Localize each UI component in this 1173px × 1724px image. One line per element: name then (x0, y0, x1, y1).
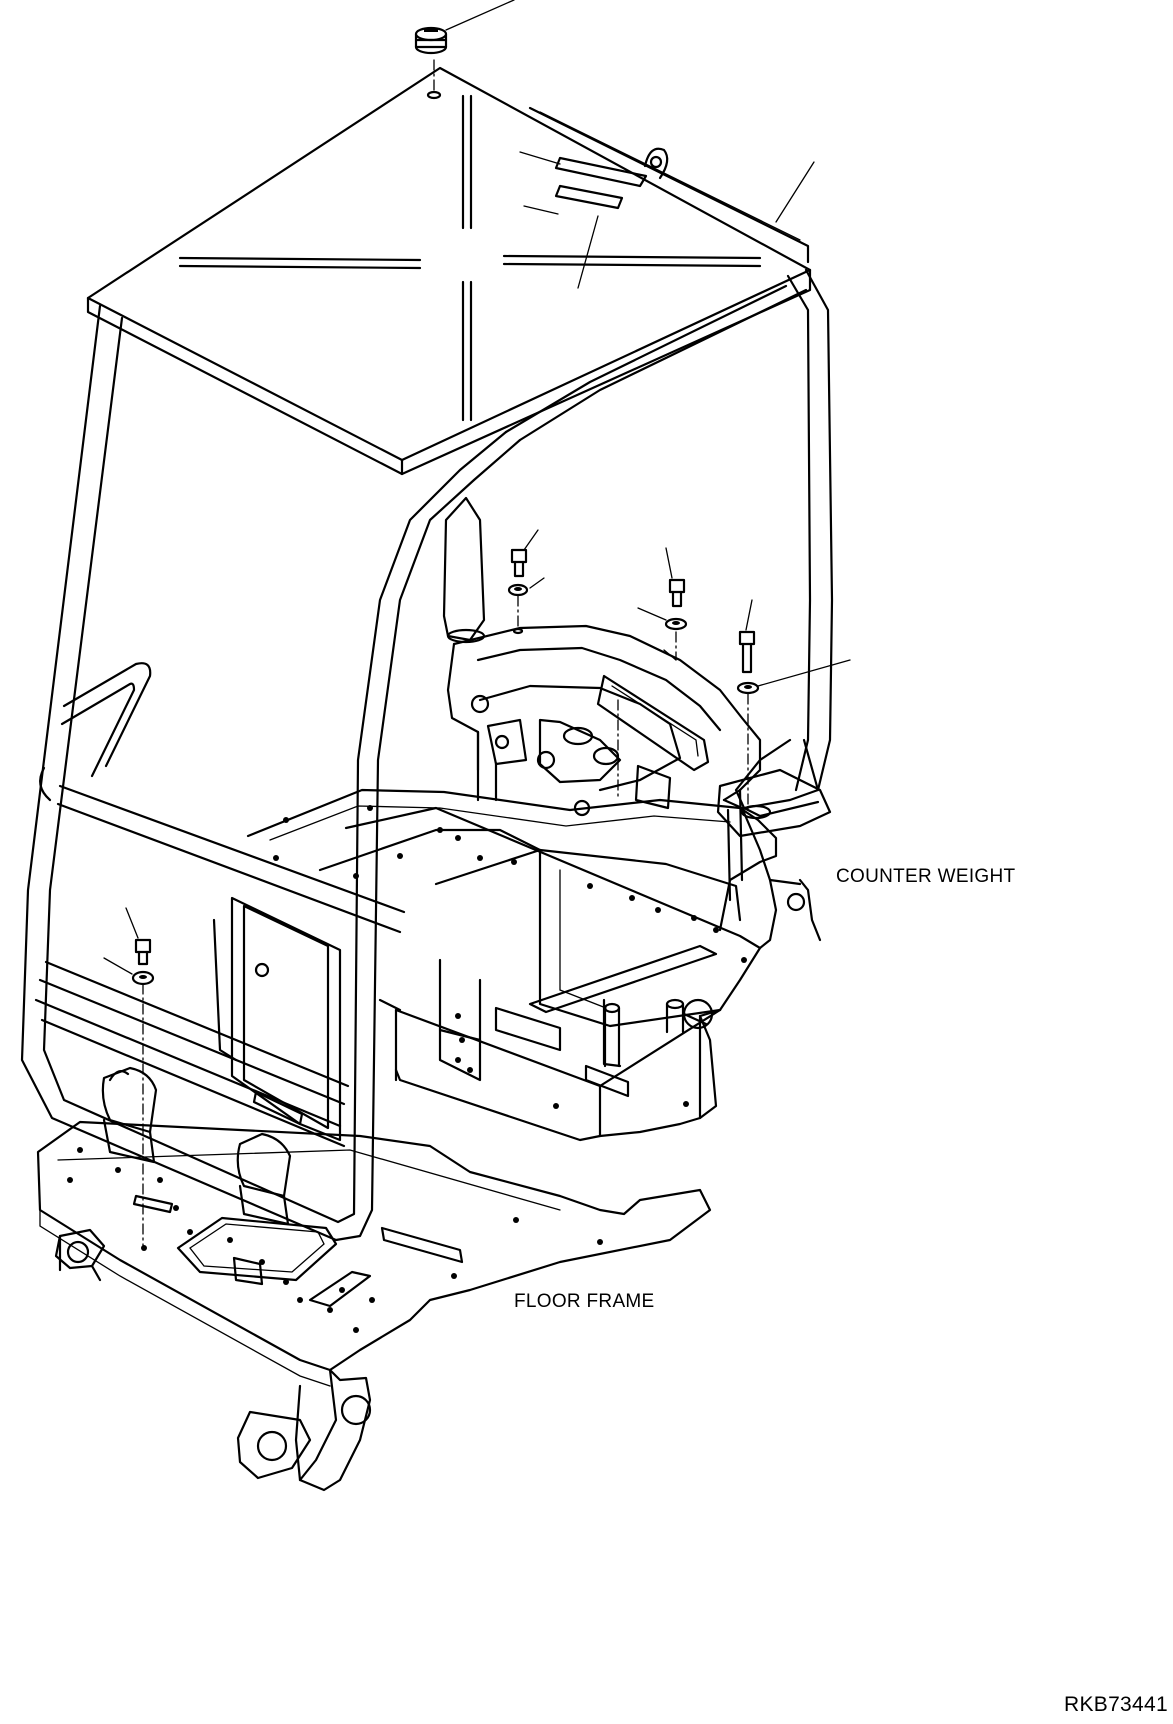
console-box (212, 788, 778, 1142)
bolt-a (507, 548, 529, 635)
counter-weight-label: COUNTER WEIGHT (836, 866, 1016, 887)
bolt-b (664, 578, 688, 631)
canopy (20, 66, 834, 1242)
leader-lines (103, 0, 851, 975)
floor-frame-label: FLOOR FRAME (514, 1291, 655, 1312)
bolt-c (736, 630, 760, 695)
fasteners (131, 26, 760, 1249)
drawing-code: RKB73441 (1064, 1693, 1168, 1716)
bolt-d (131, 938, 155, 986)
floor-frame (36, 1120, 712, 1492)
roof-cap (414, 26, 448, 55)
